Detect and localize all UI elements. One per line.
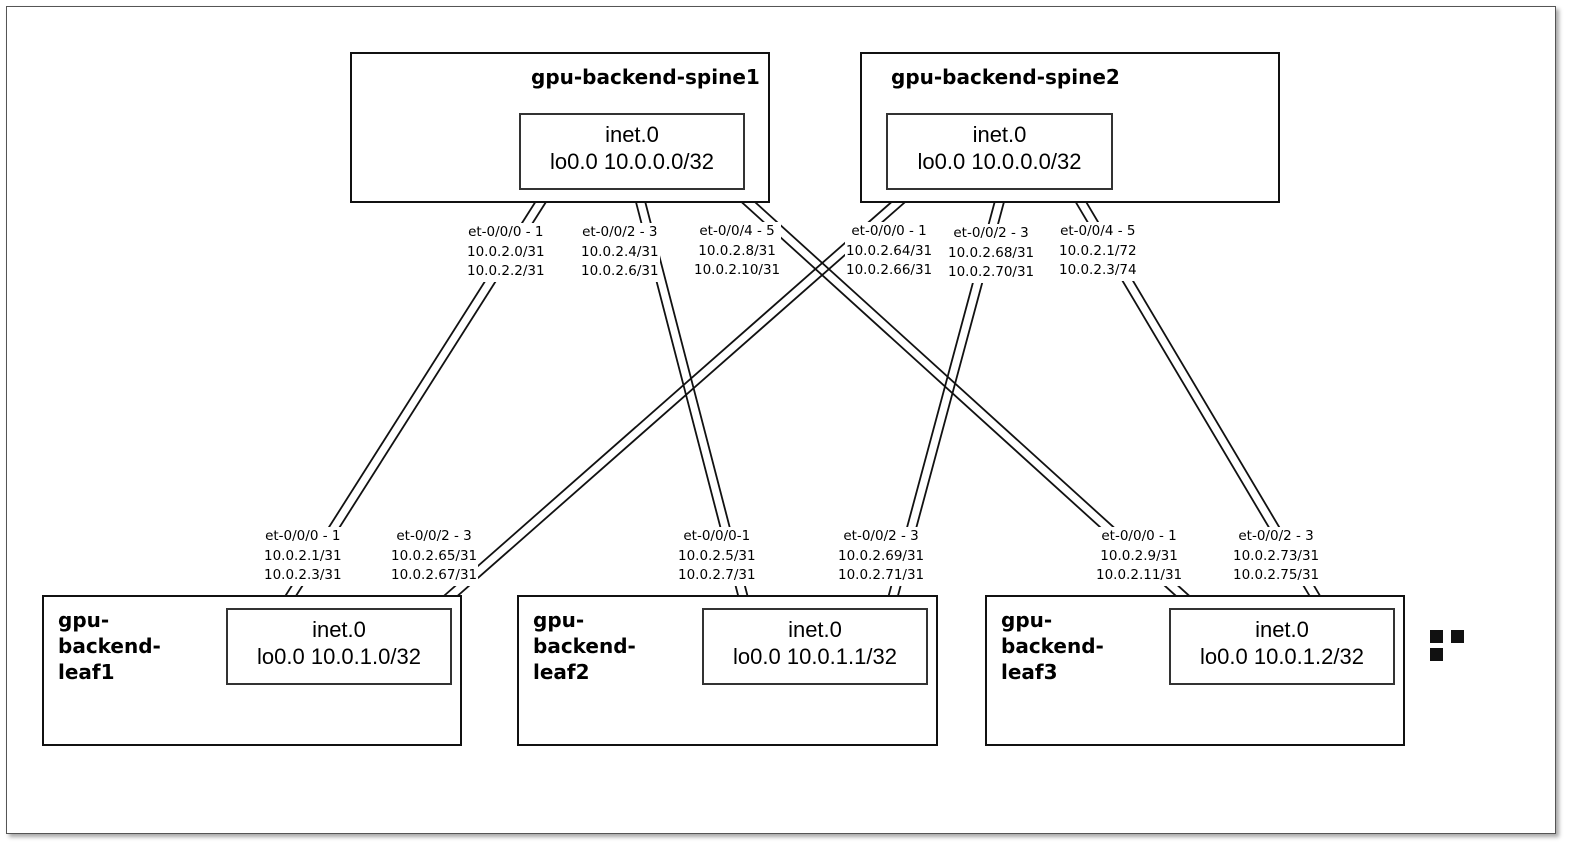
spine1-inet-box: inet.0 lo0.0 10.0.0.0/32 bbox=[519, 113, 745, 190]
link-spine2-leaf1-wire-2 bbox=[433, 185, 910, 606]
spine1-name: gpu-backend-spine1 bbox=[531, 65, 760, 89]
leaf1-name: gpu- backend- leaf1 bbox=[58, 607, 161, 685]
leaf1-name-line2: backend- bbox=[58, 634, 161, 658]
leaf3-inet-box: inet.0 lo0.0 10.0.1.2/32 bbox=[1169, 608, 1395, 685]
leaf2-name-line3: leaf2 bbox=[533, 660, 590, 684]
leaf3-name: gpu- backend- leaf3 bbox=[1001, 607, 1104, 685]
spine2-loopback: lo0.0 10.0.0.0/32 bbox=[917, 149, 1082, 174]
link-spine2-leaf1-wire-1 bbox=[439, 192, 916, 613]
spine1-inet-label: inet.0 bbox=[605, 122, 659, 147]
leaf1-name-line3: leaf1 bbox=[58, 660, 115, 684]
leaf3-loopback: lo0.0 10.0.1.2/32 bbox=[1200, 644, 1364, 669]
leaf2-loopback: lo0.0 10.0.1.1/32 bbox=[733, 644, 897, 669]
spine2-inet-label: inet.0 bbox=[972, 122, 1027, 147]
spine1-loopback: lo0.0 10.0.0.0/32 bbox=[550, 149, 714, 174]
leaf3-name-line2: backend- bbox=[1001, 634, 1104, 658]
leaf1-name-line1: gpu- bbox=[58, 608, 110, 632]
leaf2-name: gpu- backend- leaf2 bbox=[533, 607, 636, 685]
leaf2-inet-box: inet.0 lo0.0 10.0.1.1/32 bbox=[702, 608, 928, 685]
leaf3-inet-label: inet.0 bbox=[1255, 617, 1309, 642]
leaf3-name-line1: gpu- bbox=[1001, 608, 1053, 632]
spine2-inet-box: inet.0 lo0.0 10.0.0.0/32 bbox=[886, 113, 1113, 190]
more-leaves-ellipsis bbox=[1430, 630, 1492, 661]
leaf3-name-line3: leaf3 bbox=[1001, 660, 1058, 684]
leaf2-name-line2: backend- bbox=[533, 634, 636, 658]
spine2-name: gpu-backend-spine2 bbox=[891, 65, 1120, 89]
leaf1-loopback: lo0.0 10.0.1.0/32 bbox=[257, 644, 421, 669]
leaf2-name-line1: gpu- bbox=[533, 608, 585, 632]
leaf1-inet-label: inet.0 bbox=[312, 617, 366, 642]
leaf1-inet-box: inet.0 lo0.0 10.0.1.0/32 bbox=[226, 608, 452, 685]
leaf2-inet-label: inet.0 bbox=[788, 617, 842, 642]
